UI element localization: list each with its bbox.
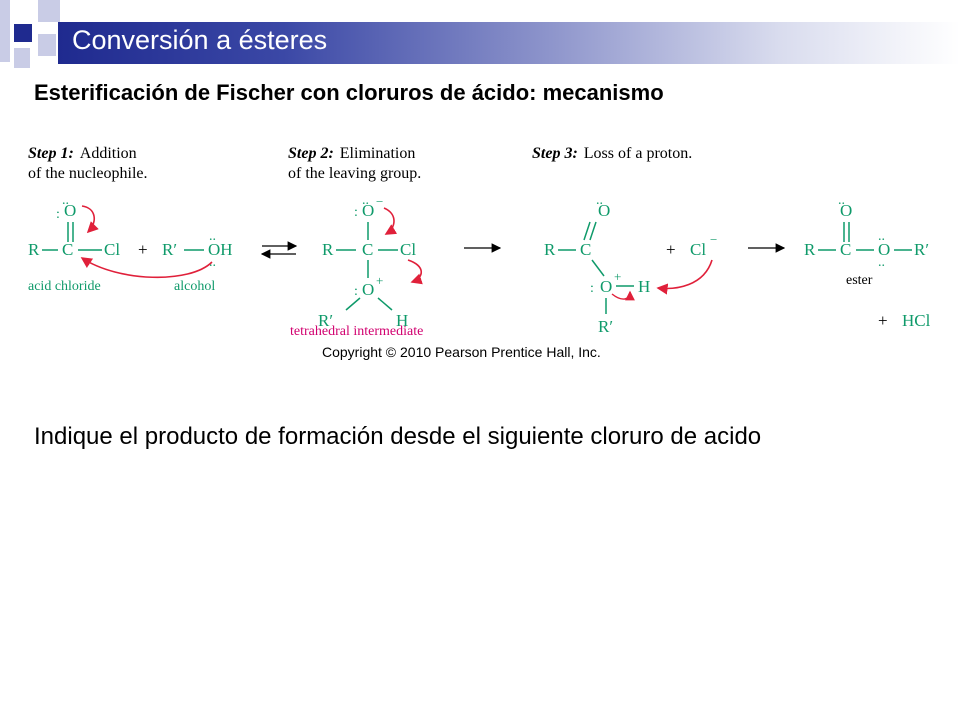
svg-text:O: O xyxy=(362,201,374,220)
tetrahedral-intermediate-structure: O − : .. R C Cl O + : R′ H xyxy=(318,193,416,330)
svg-text:O: O xyxy=(598,201,610,220)
svg-text:..: .. xyxy=(878,255,885,270)
chloride-ion: Cl − xyxy=(690,232,717,259)
svg-text::: : xyxy=(56,207,60,222)
svg-text:R: R xyxy=(322,240,334,259)
svg-text:OH: OH xyxy=(208,240,233,259)
arrow-electron-3 xyxy=(383,207,398,235)
svg-text:Cl: Cl xyxy=(400,240,416,259)
deco-square-lavender-top xyxy=(38,0,60,22)
deco-square-lavender-left xyxy=(0,0,10,62)
step1-subheader: of the nucleophile. xyxy=(28,165,148,182)
svg-text:O: O xyxy=(362,280,374,299)
question-text: Indique el producto de formación desde e… xyxy=(34,423,762,450)
step2-header: Step 2:Elimination xyxy=(288,145,415,162)
svg-text:H: H xyxy=(638,277,650,296)
svg-text:C: C xyxy=(62,240,73,259)
svg-text::: : xyxy=(354,284,358,299)
svg-text:R′: R′ xyxy=(598,317,613,336)
svg-text:Cl: Cl xyxy=(690,240,706,259)
svg-text:+: + xyxy=(614,269,621,284)
svg-text:R: R xyxy=(804,240,816,259)
plus-2: + xyxy=(666,240,676,259)
arrow-electron-2 xyxy=(80,257,213,279)
svg-text:C: C xyxy=(362,240,373,259)
step2-subheader: of the leaving group. xyxy=(288,165,421,182)
svg-text:R′: R′ xyxy=(318,311,333,330)
svg-text:O: O xyxy=(600,277,612,296)
arrow-electron-4 xyxy=(407,259,423,285)
svg-text:H: H xyxy=(396,311,408,330)
mechanism-diagram: Step 1:Addition of the nucleophile. Step… xyxy=(28,145,931,339)
svg-text:..: .. xyxy=(209,229,216,244)
svg-text:O: O xyxy=(840,201,852,220)
label-tetrahedral-intermediate: tetrahedral intermediate xyxy=(290,324,423,339)
svg-text:−: − xyxy=(376,194,383,209)
ester-structure: O .. R C O .. .. R′ xyxy=(804,193,929,270)
slide-title: Conversión a ésteres xyxy=(72,25,328,55)
svg-text:..: .. xyxy=(62,193,69,208)
deco-square-lavender-low xyxy=(14,48,30,68)
arrow-electron-1 xyxy=(81,205,99,234)
label-ester: ester xyxy=(846,273,873,288)
slide-subtitle: Esterificación de Fischer con cloruros d… xyxy=(34,80,664,105)
svg-text:C: C xyxy=(580,240,591,259)
svg-text::: : xyxy=(590,281,594,296)
svg-text:O: O xyxy=(64,201,76,220)
step3-header: Step 3:Loss of a proton. xyxy=(532,145,692,162)
svg-text:Cl: Cl xyxy=(104,240,120,259)
plus-3: + xyxy=(878,311,888,330)
arrow-electron-6 xyxy=(656,259,713,295)
plus-1: + xyxy=(138,240,148,259)
svg-text:R: R xyxy=(544,240,556,259)
svg-text:−: − xyxy=(710,232,717,247)
svg-text:..: .. xyxy=(878,229,885,244)
svg-text::: : xyxy=(354,205,358,220)
deco-square-lavender-mid xyxy=(38,34,56,56)
svg-text:R: R xyxy=(28,240,40,259)
svg-text:R′: R′ xyxy=(162,240,177,259)
deco-square-navy-large xyxy=(14,24,32,42)
protonated-ester-structure: O .. R C O + : H R′ xyxy=(544,193,650,336)
svg-text:C: C xyxy=(840,240,851,259)
acid-chloride-structure: O .. : R C Cl xyxy=(28,193,120,259)
label-hcl: HCl xyxy=(902,311,931,330)
alcohol-structure: R′ OH .. .. xyxy=(162,229,233,270)
step1-header: Step 1:Addition xyxy=(28,145,137,162)
label-acid-chloride: acid chloride xyxy=(28,279,101,294)
copyright-notice: Copyright © 2010 Pearson Prentice Hall, … xyxy=(322,344,601,360)
title-bar xyxy=(58,22,960,64)
svg-text:..: .. xyxy=(596,193,603,208)
label-alcohol: alcohol xyxy=(174,279,215,294)
svg-text:O: O xyxy=(878,240,890,259)
svg-text:+: + xyxy=(376,273,383,288)
svg-text:..: .. xyxy=(838,193,845,208)
svg-text:..: .. xyxy=(362,193,369,208)
arrow-electron-5 xyxy=(611,290,635,301)
svg-text:R′: R′ xyxy=(914,240,929,259)
